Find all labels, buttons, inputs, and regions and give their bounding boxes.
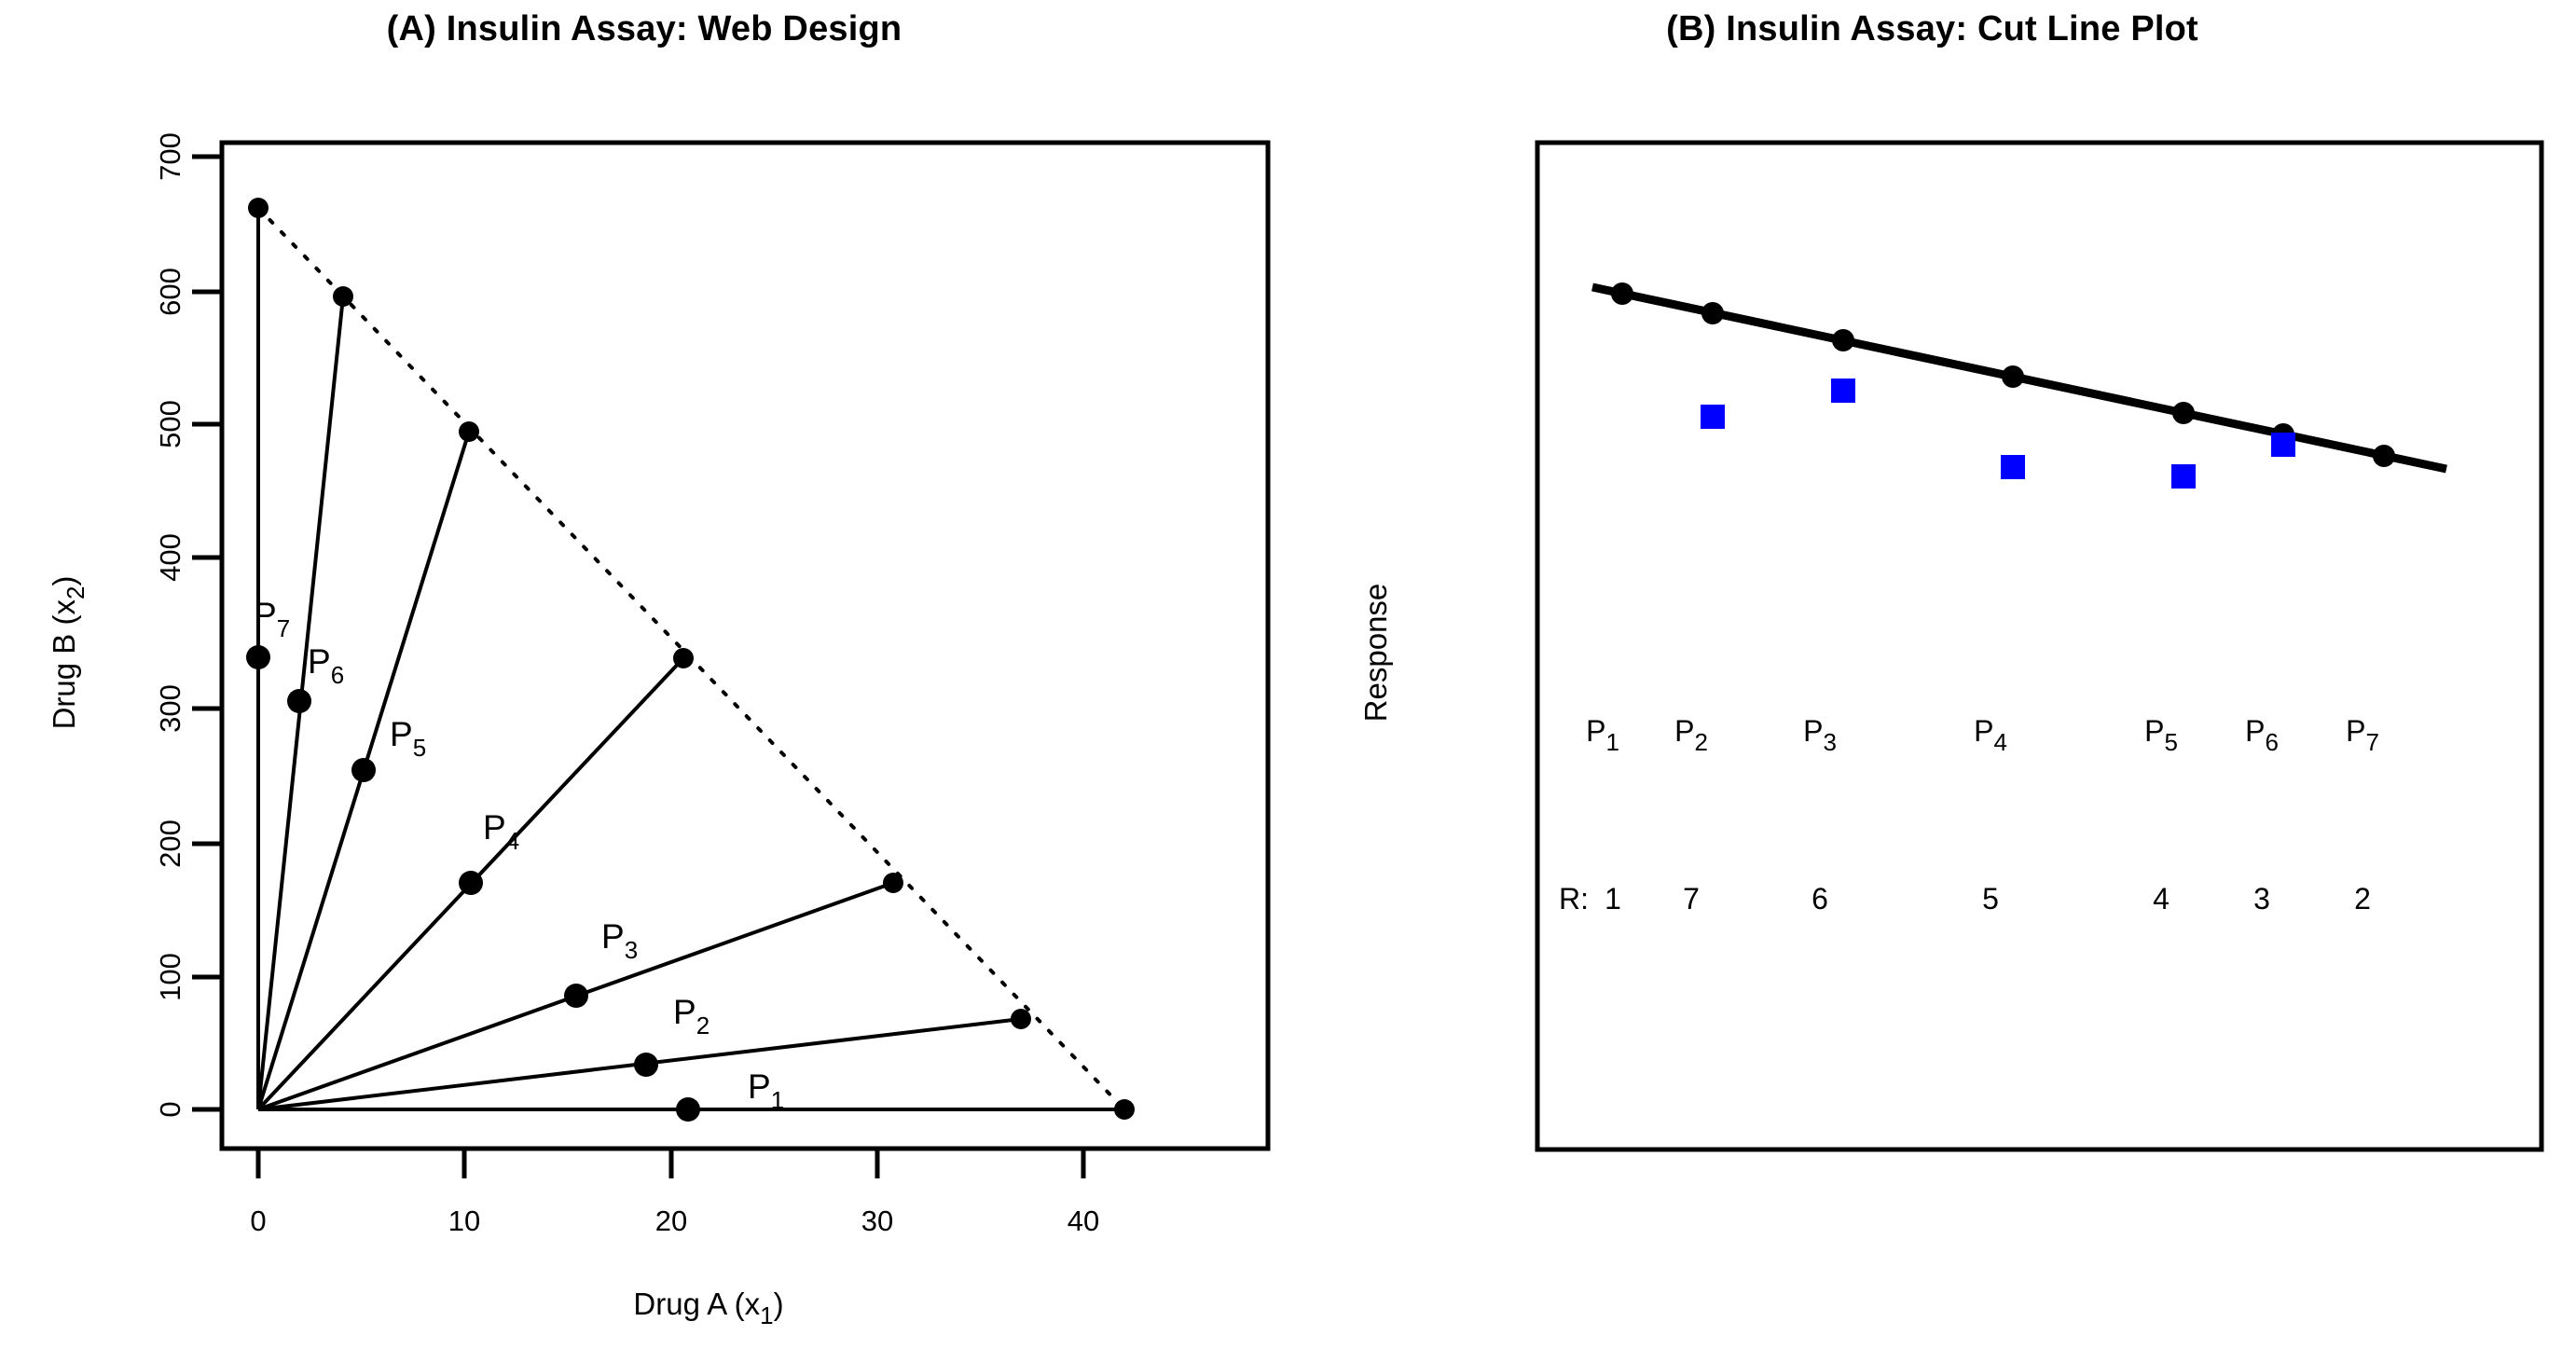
- panel-a: (A) Insulin Assay: Web Design 700 600 50…: [47, 9, 1271, 1329]
- y-tick-label: 300: [154, 684, 186, 733]
- design-point-label-p7: P7: [254, 596, 290, 642]
- y-tick-label: 0: [154, 1101, 186, 1117]
- panel-a-x-ticks: [255, 1149, 1086, 1178]
- fitted-marker-p1: [1611, 282, 1633, 305]
- ray-endpoint-markers: [248, 198, 1135, 1120]
- panel-b-plot-frame: [1535, 140, 2544, 1152]
- panel-b-label-p7: P7: [2346, 714, 2379, 756]
- design-point-label-p2: P2: [673, 993, 709, 1039]
- panel-a-plot-frame: [219, 140, 1271, 1151]
- panel-b-plot: Response: [1358, 140, 2544, 1152]
- panel-b-label-p2: P2: [1674, 714, 1708, 756]
- design-point-p2: [634, 1053, 658, 1077]
- design-point-labels: P1 P2 P3 P4 P5 P6 P7: [254, 596, 784, 1114]
- design-point-p3: [564, 984, 588, 1008]
- y-tick-label: 600: [154, 268, 186, 316]
- rank-value-p7: 2: [2354, 882, 2371, 916]
- y-tick-label: 500: [154, 400, 186, 448]
- panel-a-y-axis-title: Drug B (x2): [47, 576, 90, 730]
- panel-a-y-tick-labels: 700 600 500 400 300 200 100 0: [154, 132, 186, 1117]
- fitted-marker-p4: [2002, 365, 2024, 388]
- panel-a-plot: 700 600 500 400 300 200 100 0 0 10: [47, 132, 1271, 1329]
- x-tick-label: 30: [861, 1205, 893, 1237]
- design-point-label-p4: P4: [483, 808, 519, 855]
- design-point-label-p3: P3: [601, 917, 638, 964]
- rank-value-p5: 4: [2153, 882, 2170, 916]
- y-tick-label: 200: [154, 819, 186, 868]
- panel-a-y-ticks: [192, 154, 222, 1112]
- design-point-label-p1: P1: [748, 1067, 784, 1114]
- x-tick-label: 0: [250, 1205, 266, 1237]
- observed-marker-p3: [1831, 379, 1855, 403]
- panel-a-x-tick-labels: 0 10 20 30 40: [250, 1205, 1099, 1237]
- fitted-marker-p2: [1701, 302, 1724, 324]
- rank-row-prefix: R:: [1559, 882, 1589, 916]
- panel-b-label-p4: P4: [1974, 714, 2007, 756]
- x-tick-label: 20: [655, 1205, 687, 1237]
- design-point-label-p6: P6: [308, 642, 344, 689]
- y-tick-label: 100: [154, 953, 186, 1001]
- rank-value-p6: 3: [2253, 882, 2270, 916]
- observed-marker-p6: [2271, 433, 2295, 457]
- rank-value-p3: 6: [1811, 882, 1828, 916]
- x-tick-label: 10: [448, 1205, 480, 1237]
- fitted-marker-p7: [2373, 445, 2395, 467]
- rank-value-p4: 5: [1982, 882, 1999, 916]
- observed-marker-p2: [1701, 405, 1725, 429]
- y-tick-label: 700: [154, 132, 186, 181]
- design-point-p1: [676, 1097, 700, 1122]
- panel-b: (B) Insulin Assay: Cut Line Plot Respons…: [1288, 0, 2576, 1363]
- rank-value-p1: 1: [1605, 882, 1621, 916]
- design-point-label-p5: P5: [390, 715, 426, 762]
- panel-b-rank-row: R: 1 7 6 5 4 3 2: [1559, 882, 2371, 916]
- panel-a-x-axis-title: Drug A (x1): [633, 1287, 783, 1329]
- design-point-p7: [246, 645, 270, 669]
- fitted-marker-p3: [1832, 329, 1854, 351]
- panel-b-label-p1: P1: [1586, 714, 1619, 756]
- observed-marker-p5: [2171, 464, 2196, 489]
- y-tick-label: 400: [154, 533, 186, 582]
- panel-b-label-p6: P6: [2245, 714, 2279, 756]
- observed-response-markers: [1701, 379, 2295, 489]
- design-point-markers: [246, 645, 700, 1122]
- panel-a-title: (A) Insulin Assay: Web Design: [386, 9, 902, 48]
- design-point-p4: [459, 871, 483, 895]
- x-tick-label: 40: [1068, 1205, 1099, 1237]
- panel-b-point-labels: P1 P2 P3 P4 P5 P6 P7: [1586, 714, 2379, 756]
- panel-b-label-p3: P3: [1803, 714, 1837, 756]
- panel-b-label-p5: P5: [2144, 714, 2178, 756]
- fitted-marker-p5: [2172, 402, 2195, 424]
- design-point-p5: [351, 758, 376, 782]
- panel-b-y-axis-title: Response: [1358, 584, 1393, 723]
- design-point-p6: [287, 689, 311, 713]
- panel-b-title: (B) Insulin Assay: Cut Line Plot: [1666, 9, 2198, 48]
- observed-marker-p4: [2001, 455, 2025, 479]
- rank-value-p2: 7: [1683, 882, 1700, 916]
